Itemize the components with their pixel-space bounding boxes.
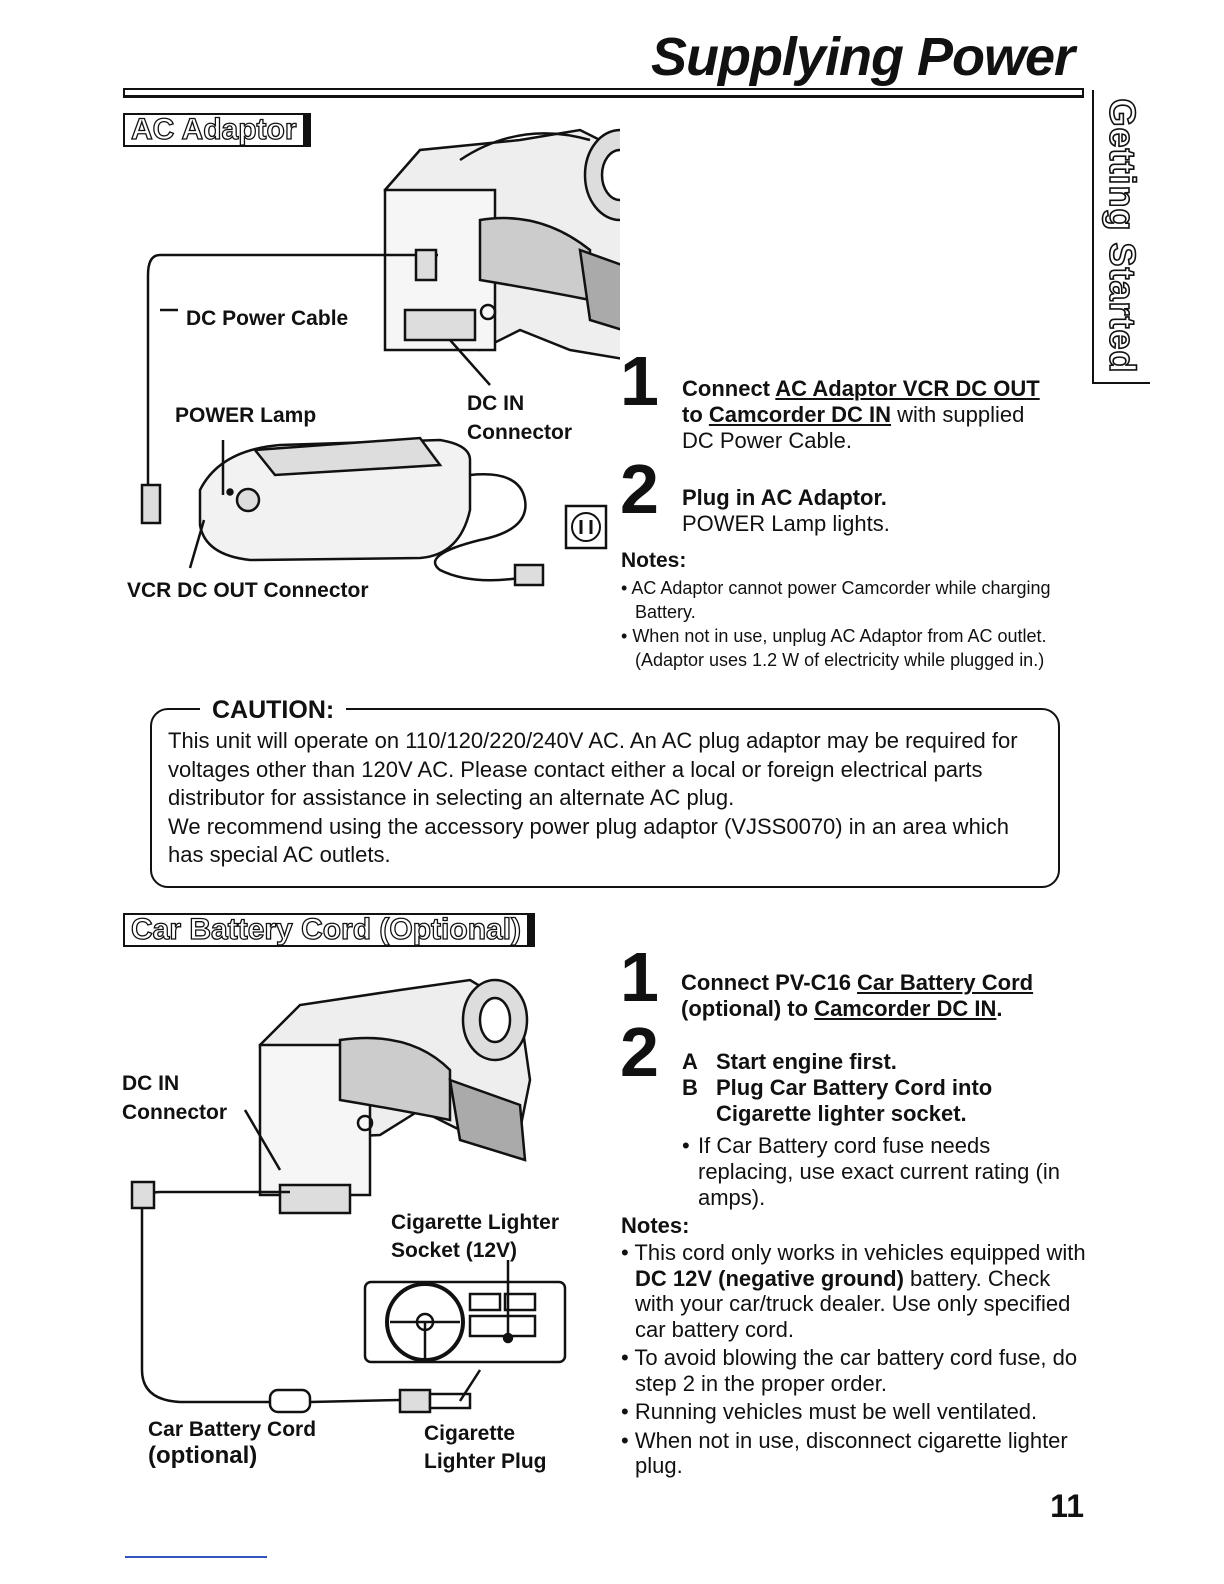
car-step-2b: B Plug Car Battery Cord into Cigarette l… bbox=[682, 1075, 1082, 1127]
ac-step-1-number: 1 bbox=[620, 342, 659, 420]
caution-heading: CAUTION: bbox=[200, 696, 347, 725]
car-note-1-pre: This cord only works in vehicles equippe… bbox=[634, 1240, 1086, 1265]
caution-text: This unit will operate on 110/120/220/24… bbox=[168, 727, 1048, 870]
ac-step-1: Connect AC Adaptor VCR DC OUT to Camcord… bbox=[682, 376, 1102, 454]
bullet-icon: • bbox=[682, 1133, 690, 1158]
ac-step-2-number: 2 bbox=[620, 450, 659, 528]
title-rule bbox=[123, 88, 1084, 98]
side-tab-label: Getting Started bbox=[1101, 98, 1144, 375]
label-optional: (optional) bbox=[148, 1442, 258, 1469]
footer-line bbox=[125, 1556, 267, 1558]
car-note-1-bold: DC 12V (negative ground) bbox=[635, 1265, 904, 1291]
label-cigarette: Cigarette bbox=[424, 1422, 516, 1445]
section-heading-car-battery-cord: Car Battery Cord (Optional) bbox=[123, 913, 536, 947]
car-label-dc-in-connector: Connector bbox=[122, 1101, 227, 1124]
ac-step-2: Plug in AC Adaptor. POWER Lamp lights. bbox=[682, 485, 1102, 537]
caution-text-2: We recommend using the accessory power p… bbox=[168, 813, 1009, 868]
page-title: Supplying Power bbox=[650, 27, 1075, 87]
car-step-2b-letter: B bbox=[682, 1075, 698, 1100]
car-note-3: Running vehicles must be well ventilated… bbox=[621, 1399, 1091, 1425]
ac-adaptor-illustration bbox=[140, 128, 620, 587]
car-step-2: A Start engine first. B Plug Car Battery… bbox=[682, 1049, 1082, 1211]
car-notes-heading: Notes: bbox=[621, 1213, 690, 1238]
car-step-2b-text: Plug Car Battery Cord into Cigarette lig… bbox=[716, 1075, 993, 1126]
ac-step-1-line3: DC Power Cable. bbox=[682, 428, 852, 453]
ac-notes-heading: Notes: bbox=[621, 549, 687, 572]
ac-step-1-pre: Connect bbox=[682, 376, 776, 401]
car-battery-cord-illustration bbox=[130, 978, 567, 1414]
ac-step-1-u1: AC Adaptor VCR DC OUT bbox=[775, 376, 1040, 401]
car-step-2a: A Start engine first. bbox=[682, 1049, 1082, 1075]
car-note-2: To avoid blowing the car battery cord fu… bbox=[621, 1345, 1091, 1396]
caution-box bbox=[150, 708, 1060, 888]
ac-step-2-text: POWER Lamp lights. bbox=[682, 511, 890, 536]
wall-outlet-icon bbox=[564, 504, 608, 550]
car-notes-list: This cord only works in vehicles equippe… bbox=[621, 1240, 1091, 1479]
label-lighter-plug: Lighter Plug bbox=[424, 1450, 547, 1473]
ac-step-1-mid: to bbox=[682, 402, 709, 427]
page-number: 11 bbox=[1050, 1488, 1084, 1524]
ac-note-2: When not in use, unplug AC Adaptor from … bbox=[621, 624, 1081, 672]
label-vcr-dc-out: VCR DC OUT Connector bbox=[127, 579, 369, 602]
car-note-4: When not in use, disconnect cigarette li… bbox=[621, 1428, 1091, 1479]
label-car-battery-cord: Car Battery Cord bbox=[148, 1418, 317, 1441]
car-step-2-bullet-text: If Car Battery cord fuse needs replacing… bbox=[698, 1133, 1060, 1210]
side-tab: Getting Started bbox=[1092, 90, 1150, 384]
label-cigarette-lighter: Cigarette Lighter bbox=[391, 1211, 560, 1234]
label-power-lamp: POWER Lamp bbox=[175, 404, 317, 427]
section-heading-ac-adaptor: AC Adaptor bbox=[123, 113, 311, 147]
car-step-1: Connect PV-C16 Car Battery Cord (optiona… bbox=[681, 970, 1101, 1022]
car-step-1-pre: Connect PV-C16 bbox=[681, 970, 858, 995]
car-step-1-mid: (optional) to bbox=[681, 996, 815, 1021]
car-step-2a-text: Start engine first. bbox=[716, 1049, 897, 1074]
car-step-2a-letter: A bbox=[682, 1049, 698, 1074]
car-note-1: This cord only works in vehicles equippe… bbox=[621, 1240, 1091, 1342]
car-step-2-number: 2 bbox=[620, 1013, 659, 1091]
ac-notes-list: AC Adaptor cannot power Camcorder while … bbox=[621, 576, 1081, 672]
car-label-dc-in: DC IN bbox=[122, 1072, 180, 1095]
ac-step-2-bold: Plug in AC Adaptor. bbox=[682, 485, 887, 510]
caution-text-1: This unit will operate on 110/120/220/24… bbox=[168, 728, 1018, 810]
label-socket-12v: Socket (12V) bbox=[391, 1239, 518, 1262]
ac-step-1-u2: Camcorder DC IN bbox=[708, 402, 892, 427]
label-dc-in: DC IN bbox=[467, 392, 525, 415]
car-step-1-u1: Car Battery Cord bbox=[857, 970, 1034, 995]
car-note-1-post: battery. Check with your car/truck deale… bbox=[635, 1265, 1071, 1342]
car-step-1-number: 1 bbox=[620, 938, 659, 1016]
ac-note-1: AC Adaptor cannot power Camcorder while … bbox=[621, 576, 1081, 624]
car-step-2-bullet: • If Car Battery cord fuse needs replaci… bbox=[682, 1133, 1082, 1211]
label-dc-power-cable: DC Power Cable bbox=[186, 307, 349, 330]
ac-step-1-post: with supplied bbox=[891, 402, 1025, 427]
car-step-1-u2: Camcorder DC IN bbox=[814, 996, 997, 1021]
label-dc-in-connector: Connector bbox=[467, 421, 572, 444]
car-step-1-post: . bbox=[996, 996, 1003, 1021]
